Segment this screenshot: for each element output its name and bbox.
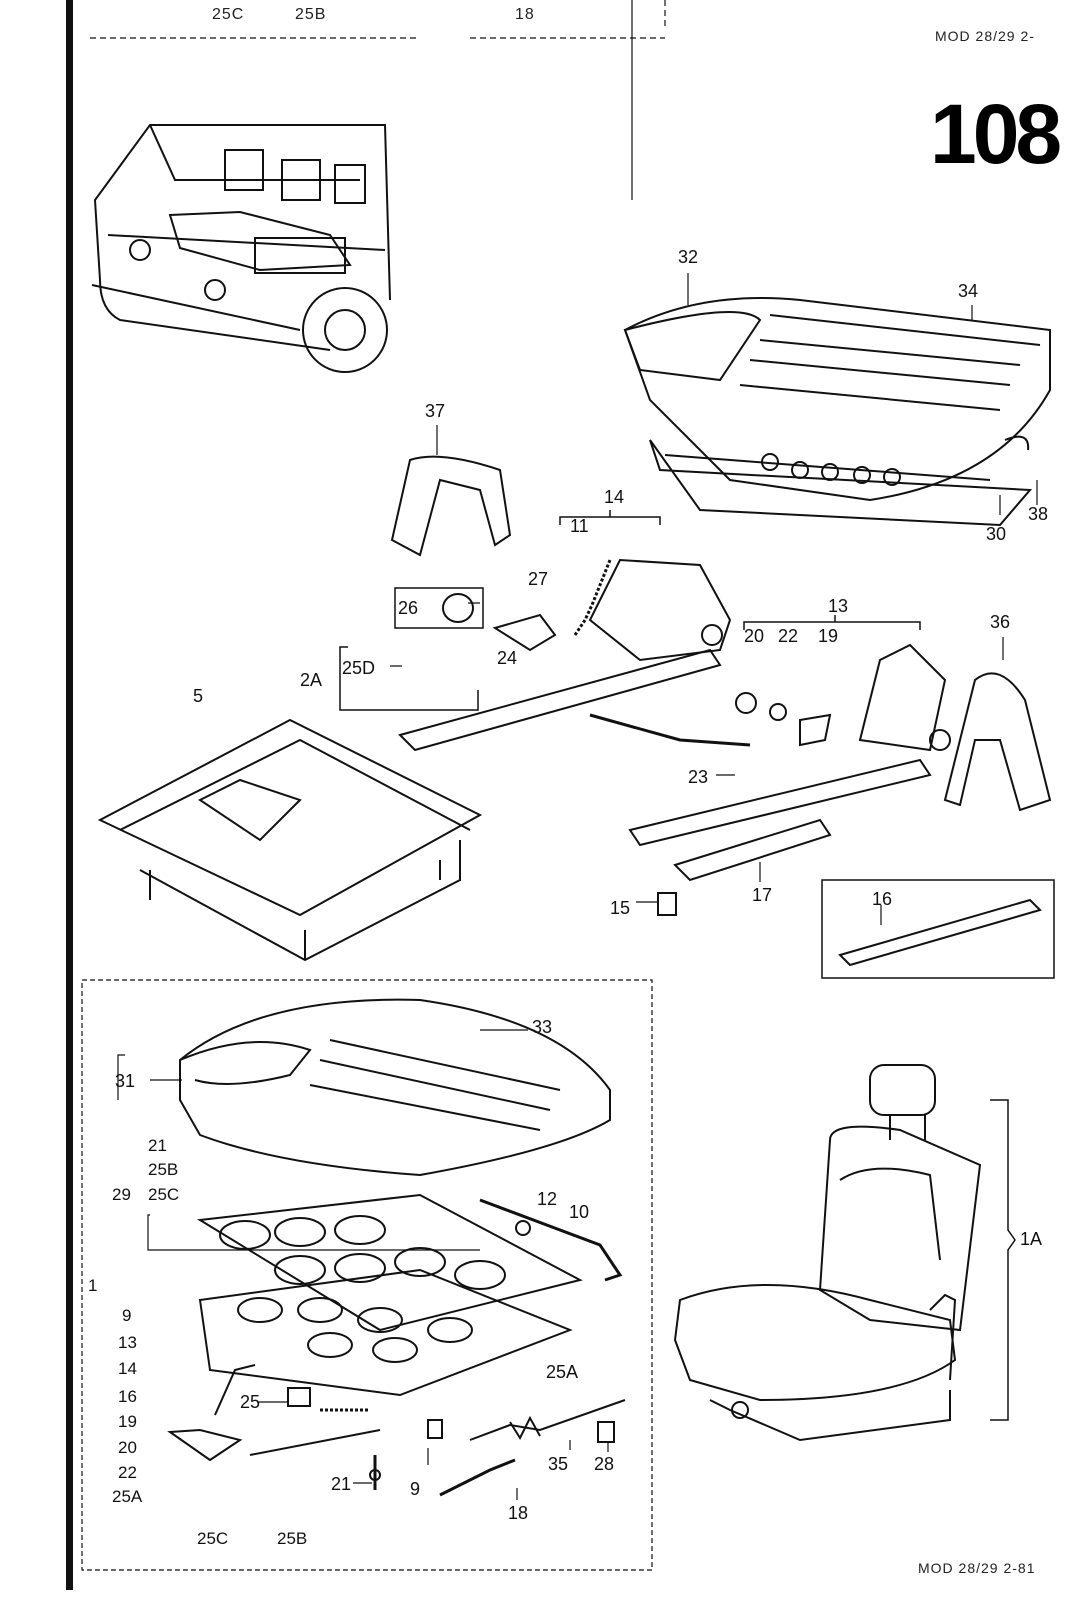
group29-item-3: 25C	[148, 1185, 180, 1204]
callout-38: 38	[1028, 504, 1049, 524]
seat-rail-left	[398, 648, 722, 752]
callout-34: 34	[958, 281, 979, 301]
header-ref-25b: 25B	[295, 6, 327, 23]
callout-11: 11	[570, 516, 589, 536]
callout-31: 31	[115, 1071, 136, 1091]
bracket-14	[588, 558, 732, 662]
page-number: 108	[930, 87, 1062, 181]
callout-22: 22	[778, 626, 799, 646]
callout-15: 15	[610, 898, 631, 918]
binding-bar	[66, 0, 73, 1590]
callout-28: 28	[594, 1454, 615, 1474]
model-code-bottom: MOD 28/29 2-81	[918, 1560, 1036, 1576]
callout-26: 26	[398, 598, 419, 618]
seat-cushion-34	[623, 297, 1051, 527]
callout-1: 1	[88, 1276, 98, 1295]
callout-21: 21	[331, 1474, 352, 1494]
callout-37: 37	[425, 401, 446, 421]
group1-item-6: 20	[118, 1438, 137, 1457]
trim-37	[390, 455, 512, 557]
group1-item-4: 16	[118, 1387, 137, 1406]
callout-32: 32	[678, 247, 699, 267]
bottom-ref-25c: 25C	[197, 1529, 229, 1548]
group1-item-1: 9	[122, 1306, 132, 1325]
callout-23: 23	[688, 767, 709, 787]
callout-25A: 25A	[546, 1362, 579, 1382]
seat-cushion-33	[179, 998, 611, 1177]
complete-seat-1A	[673, 1064, 1016, 1442]
lever-27	[492, 613, 557, 652]
group1-item-2: 13	[118, 1333, 137, 1352]
callout-5: 5	[193, 686, 204, 706]
callout-24: 24	[497, 648, 518, 668]
callout-9: 9	[410, 1479, 421, 1499]
model-code-top: MOD 28/29 2-	[935, 28, 1035, 44]
bottom-ref-25b: 25B	[277, 1529, 308, 1548]
callout-12: 12	[537, 1189, 558, 1209]
spring-frame-29	[196, 1193, 583, 1332]
group29-item-1: 21	[148, 1136, 167, 1155]
group1-item-8: 25A	[112, 1487, 143, 1506]
group1-item-5: 19	[118, 1412, 137, 1431]
callout-35: 35	[548, 1454, 569, 1474]
callout-2A: 2A	[300, 670, 323, 690]
seat-frame-5	[97, 718, 483, 962]
callout-20: 20	[744, 626, 765, 646]
callout-25: 25	[240, 1392, 261, 1412]
seat-rail-right	[628, 758, 932, 847]
callout-29: 29	[112, 1185, 131, 1204]
header-ref-18: 18	[515, 6, 535, 23]
callout-25D: 25D	[342, 658, 376, 678]
van-illustration	[91, 124, 391, 373]
callout-33: 33	[532, 1017, 553, 1037]
callout-18: 18	[508, 1503, 529, 1523]
seat-pan	[198, 1268, 573, 1397]
trim-36	[943, 672, 1052, 812]
header-ref-25c: 25C	[212, 6, 245, 23]
callout-17: 17	[752, 885, 773, 905]
group1-item-3: 14	[118, 1359, 137, 1378]
group29-item-2: 25B	[148, 1160, 179, 1179]
callout-10: 10	[569, 1202, 590, 1222]
callout-13: 13	[828, 596, 849, 616]
callout-19: 19	[818, 626, 839, 646]
group1-item-7: 22	[118, 1463, 137, 1482]
callout-1A: 1A	[1020, 1229, 1043, 1249]
callout-30: 30	[986, 524, 1007, 544]
callout-16: 16	[872, 889, 893, 909]
callout-14: 14	[604, 487, 625, 507]
callout-36: 36	[990, 612, 1011, 632]
slide-17	[673, 818, 832, 882]
callout-27: 27	[528, 569, 549, 589]
